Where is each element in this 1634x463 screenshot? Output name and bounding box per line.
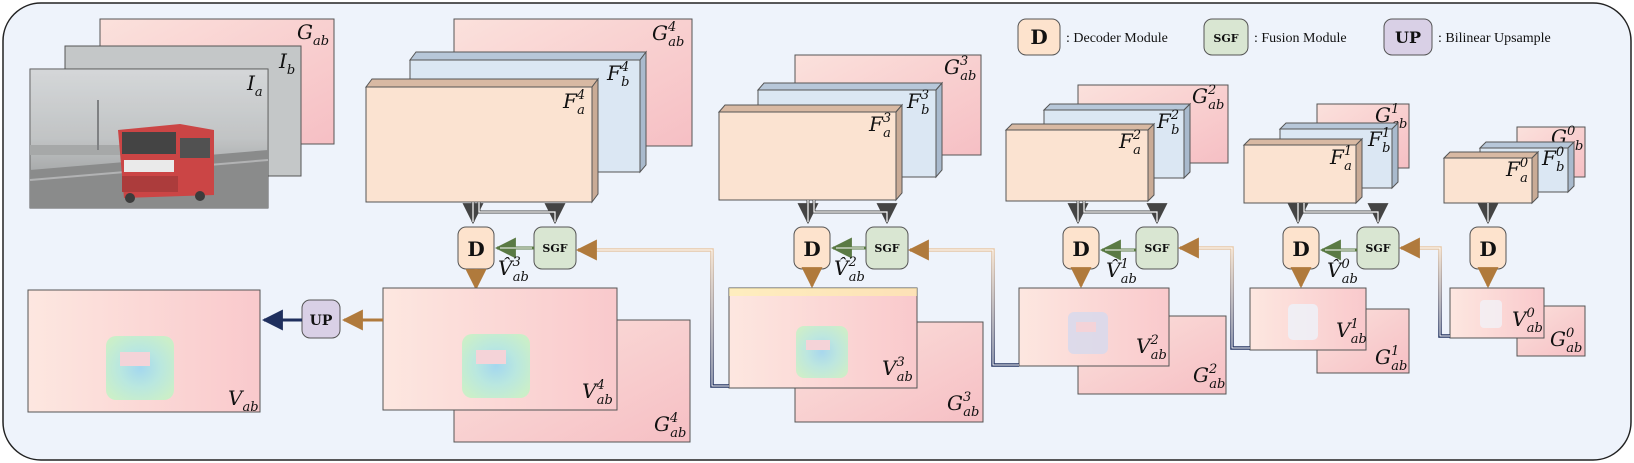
legend-upsample-text: : Bilinear Upsample xyxy=(1438,31,1551,46)
svg-text:F2b: F2b xyxy=(1156,108,1180,138)
f-a-3-block xyxy=(718,111,897,201)
legend-fusion-box xyxy=(1203,18,1249,56)
svg-text:F4a: F4a xyxy=(562,88,585,118)
f-a-1-block xyxy=(1243,144,1357,204)
svg-text:D: D xyxy=(1072,237,1089,261)
svg-text:V̂0ab: V̂0ab xyxy=(1327,257,1358,287)
svg-text:F3a: F3a xyxy=(868,111,891,141)
svg-text:F2a: F2a xyxy=(1118,128,1141,158)
svg-text:Gab: Gab xyxy=(297,20,329,49)
f-a-4-block xyxy=(365,86,593,203)
legend: D : Decoder Module SGF : Fusion Module U… xyxy=(1017,18,1551,56)
svg-text:F0b: F0b xyxy=(1541,145,1565,175)
legend-decoder-text: : Decoder Module xyxy=(1066,31,1168,46)
svg-text:F3b: F3b xyxy=(906,88,930,118)
svg-text:SGF: SGF xyxy=(542,242,567,255)
f-a-0-block xyxy=(1443,157,1533,204)
legend-fusion-symbol: SGF xyxy=(1213,32,1238,45)
svg-text:Ib: Ib xyxy=(278,49,295,78)
svg-text:Ia: Ia xyxy=(246,71,263,100)
svg-text:V̂1ab: V̂1ab xyxy=(1106,257,1137,287)
legend-upsample-symbol: UP xyxy=(1395,28,1421,47)
legend-decoder-box xyxy=(1017,18,1061,56)
legend-upsample-box xyxy=(1383,18,1433,56)
image-i-a: Ia xyxy=(29,68,269,209)
svg-text:D: D xyxy=(1292,237,1309,261)
svg-text:F4b: F4b xyxy=(606,60,630,90)
svg-text:D: D xyxy=(1479,237,1496,261)
legend-fusion-text: : Fusion Module xyxy=(1254,31,1347,46)
svg-text:V̂3ab: V̂3ab xyxy=(498,255,529,285)
svg-text:D: D xyxy=(467,237,484,261)
input-stack: Gab Ib Ia xyxy=(29,18,335,209)
svg-text:V̂2ab: V̂2ab xyxy=(834,255,865,285)
svg-text:SGF: SGF xyxy=(874,242,899,255)
svg-text:Vab: Vab xyxy=(228,386,259,415)
svg-text:SGF: SGF xyxy=(1144,242,1169,255)
svg-text:F1a: F1a xyxy=(1329,144,1352,174)
v-ab-final-map: Vab xyxy=(27,289,261,415)
legend-decoder-symbol: D xyxy=(1030,25,1047,49)
svg-text:F0a: F0a xyxy=(1505,156,1528,186)
svg-text:D: D xyxy=(803,237,820,261)
svg-text:UP: UP xyxy=(310,313,333,329)
svg-text:F1b: F1b xyxy=(1367,126,1391,156)
svg-text:SGF: SGF xyxy=(1365,242,1390,255)
